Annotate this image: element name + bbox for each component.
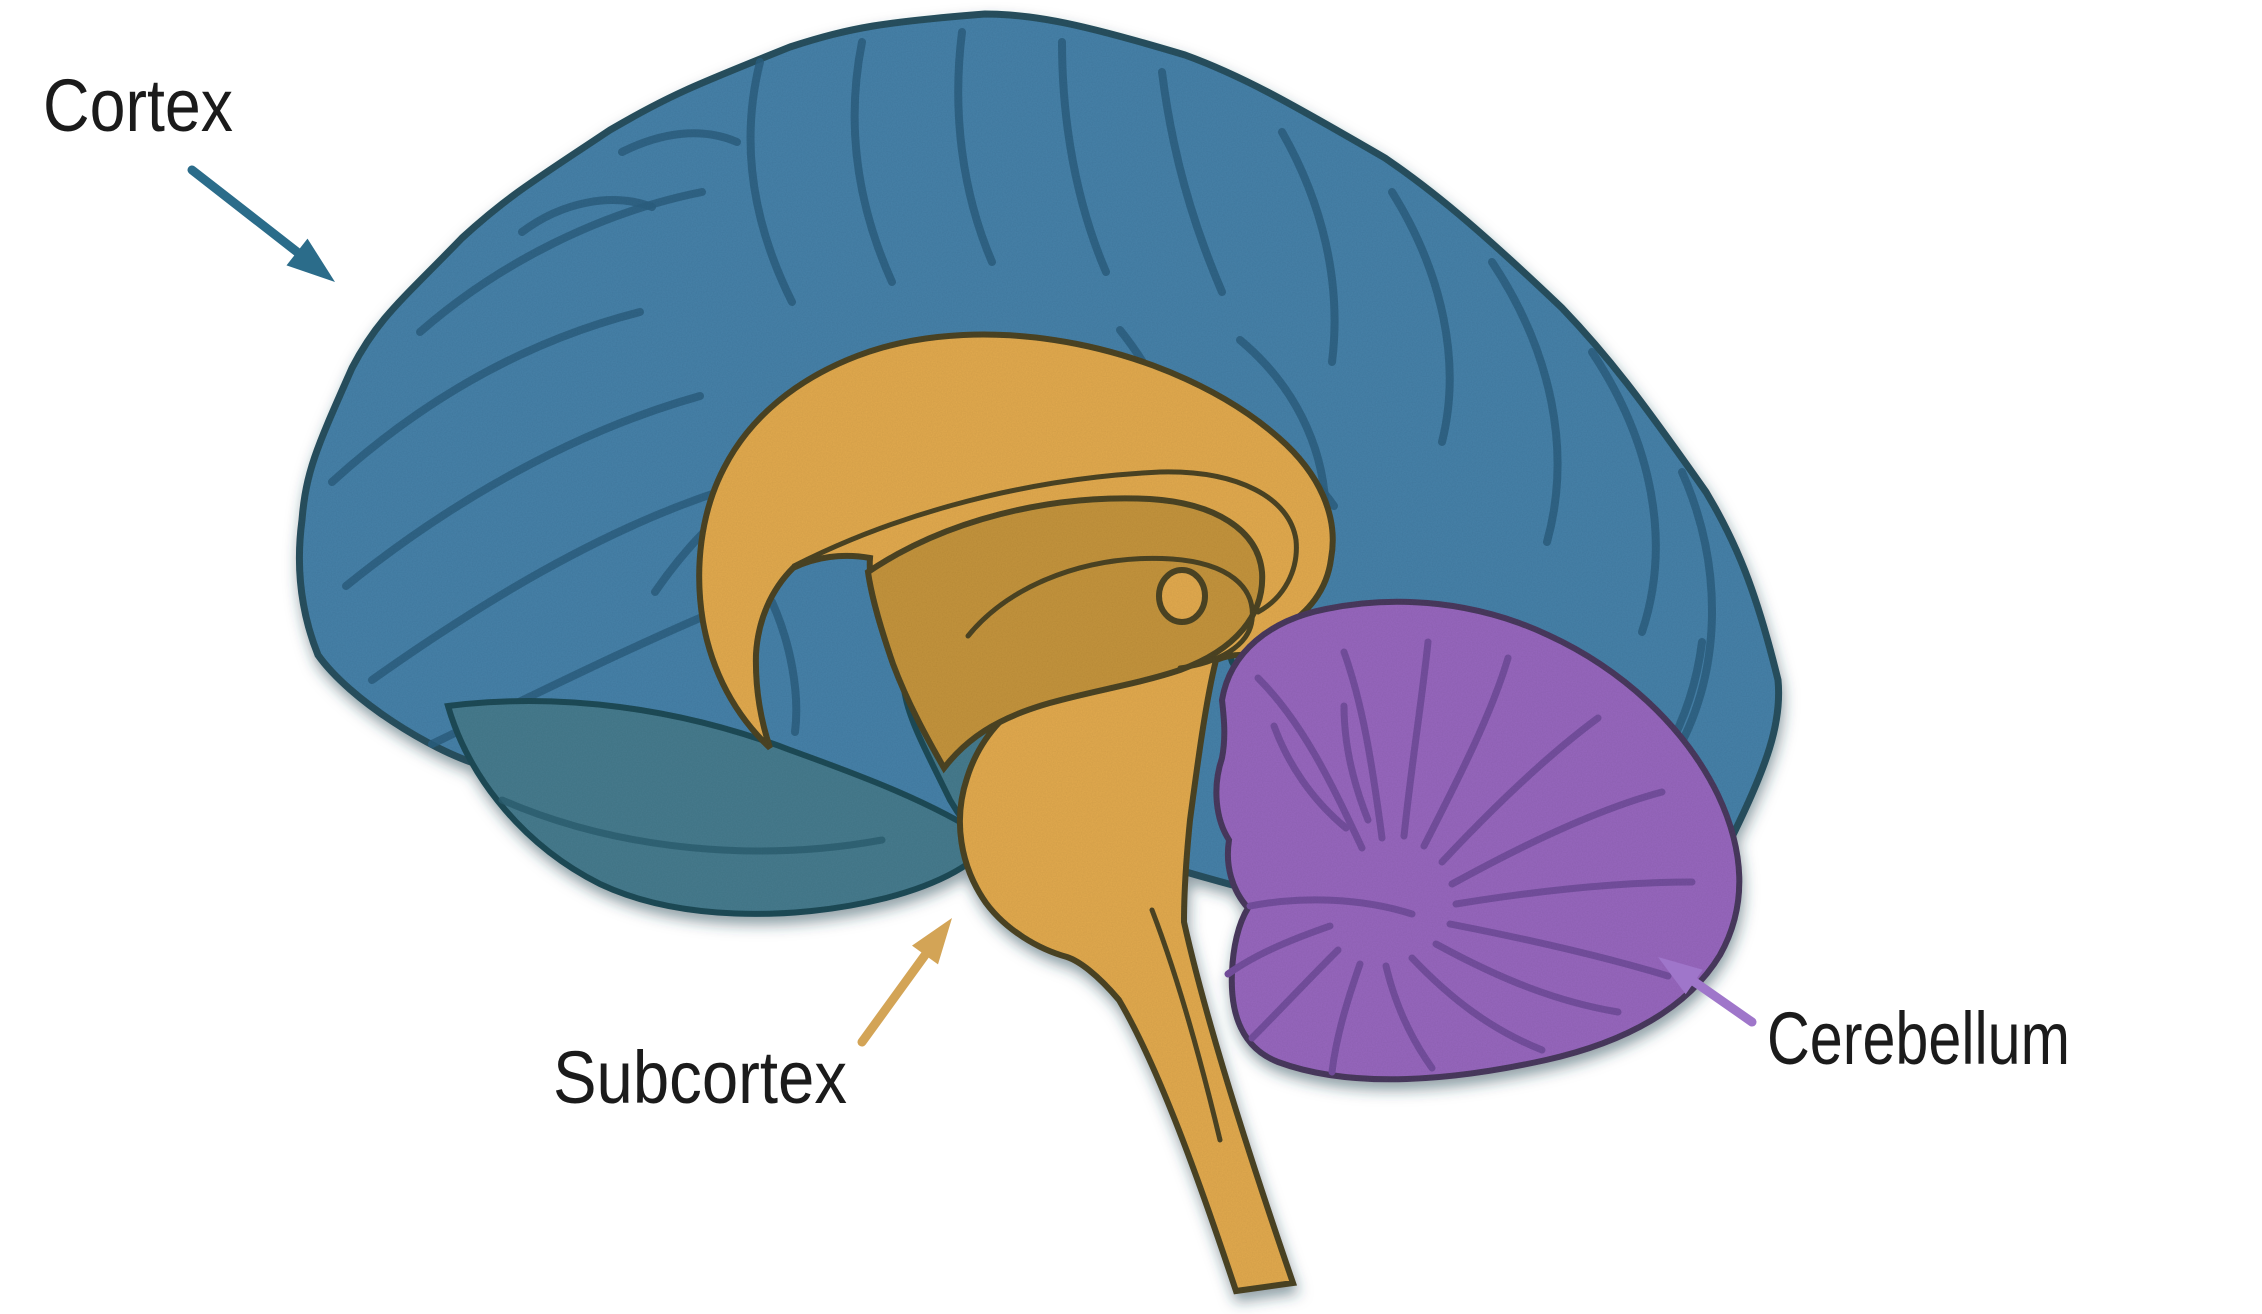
thalamus-outline-line [965, 555, 1255, 671]
cortex-arrowhead [286, 238, 335, 282]
cortex-label: Cortex [43, 64, 233, 147]
cerebellum-arrow [1684, 973, 1757, 1027]
subcortex-arrowhead [912, 918, 952, 965]
temporal-lobe-region [444, 698, 994, 917]
subcortex-arrow [857, 946, 933, 1047]
brain-illustration [295, 10, 1783, 1295]
cerebellum-vein-lines [1224, 638, 1696, 1076]
subcortex-label: Subcortex [553, 1036, 847, 1119]
corpus-callosum-underside-line [791, 469, 1299, 615]
cerebellum-label: Cerebellum [1767, 997, 2070, 1080]
temporal-fold-line [498, 796, 886, 855]
pineal-knob [1156, 567, 1208, 625]
cerebellum-arrowhead [1658, 957, 1703, 995]
cortex-arrow [187, 165, 306, 260]
annotations: Cortex Subcortex Cerebellum [43, 64, 2070, 1119]
cerebellum-fissure-line [1246, 896, 1416, 918]
brainstem-ridge-line [1149, 907, 1223, 1143]
